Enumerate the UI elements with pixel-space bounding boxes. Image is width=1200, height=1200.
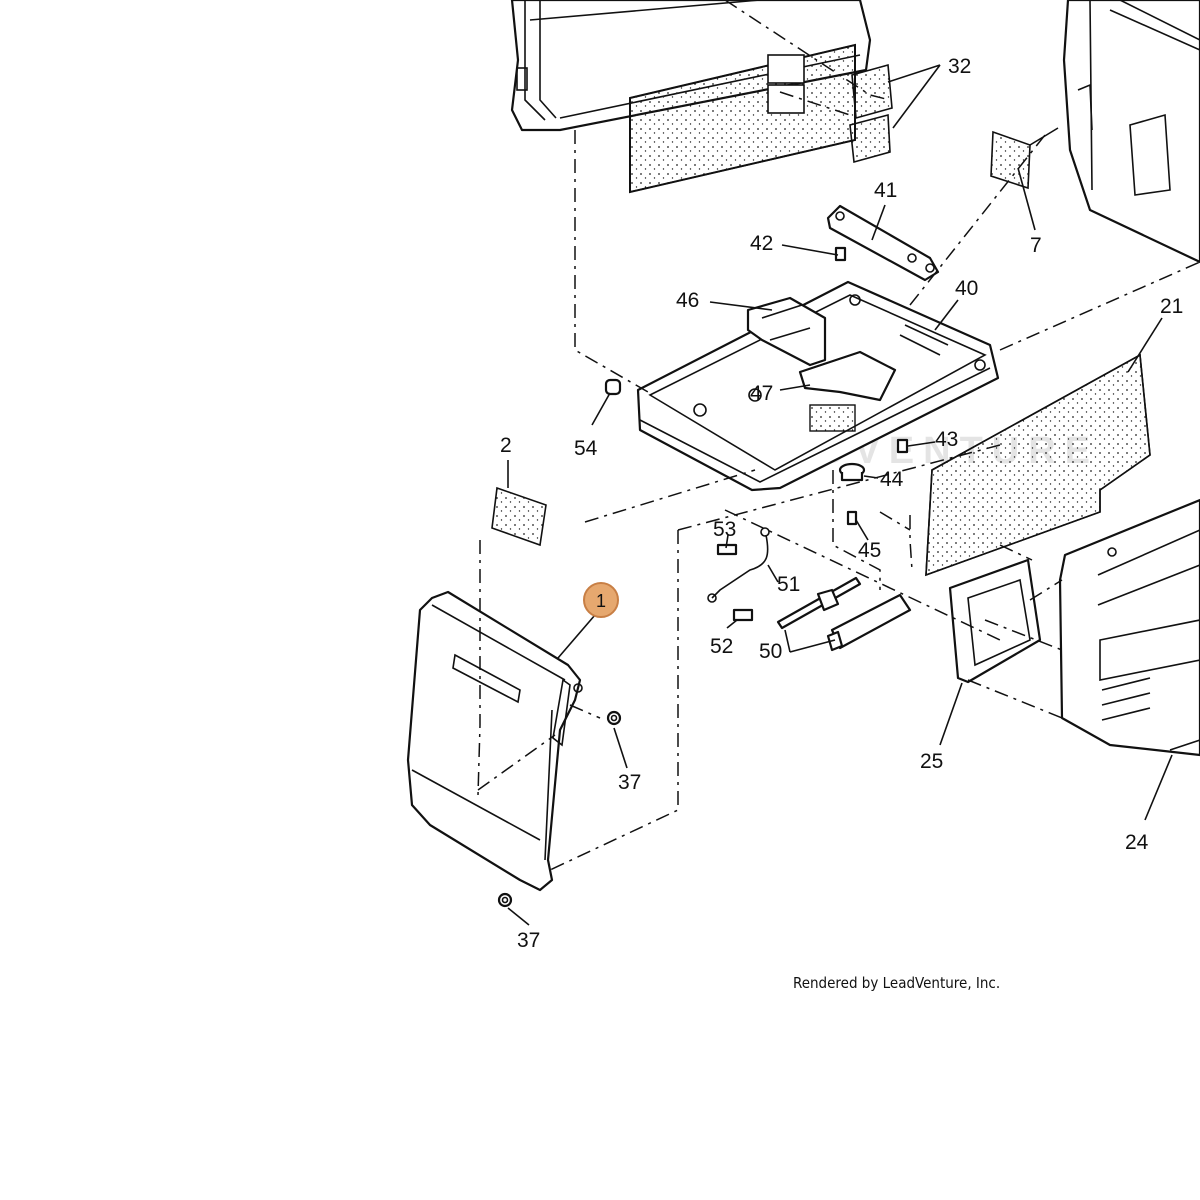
rubber-foot-44: [838, 462, 866, 482]
callout-50[interactable]: 50: [759, 640, 782, 663]
callout-32[interactable]: 32: [948, 55, 971, 78]
callout-51[interactable]: 51: [777, 573, 800, 596]
callout-54[interactable]: 54: [574, 437, 598, 460]
credit-text: Rendered by LeadVenture, Inc.: [793, 974, 1000, 992]
callout-25[interactable]: 25: [920, 750, 943, 773]
callout-46[interactable]: 46: [676, 289, 699, 312]
leader-lines: [507, 64, 1173, 926]
callout-24[interactable]: 24: [1125, 831, 1149, 854]
callout-1-highlight[interactable]: 1: [583, 582, 619, 618]
callout-2[interactable]: 2: [500, 434, 512, 457]
callout-37-lower[interactable]: 37: [517, 929, 540, 952]
bolt-45: [846, 510, 858, 526]
pad-7: [990, 130, 1031, 190]
pad-32-lower: [849, 113, 891, 164]
foam-pad-large: [629, 43, 856, 194]
tool-kit-50: [776, 576, 912, 652]
foam-block-46: [746, 296, 827, 367]
callout-37-upper[interactable]: 37: [618, 771, 641, 794]
side-panel-21: [925, 353, 1151, 577]
callout-1[interactable]: 1: [596, 591, 606, 611]
foam-block-47: [798, 350, 897, 402]
pad-32-upper: [851, 63, 893, 120]
bracket-41: [826, 204, 940, 282]
callout-21[interactable]: 21: [1160, 295, 1183, 318]
upper-left-housing: [510, 0, 872, 132]
pad-2: [491, 486, 547, 547]
bolt-52: [732, 608, 754, 622]
ground-wire-51: [707, 527, 770, 603]
callout-47[interactable]: 47: [750, 382, 773, 405]
side-cover-1: [406, 590, 583, 892]
callout-45[interactable]: 45: [858, 539, 881, 562]
upper-right-housing: [1062, 0, 1200, 264]
assembly-lines: [477, 0, 1200, 871]
callout-53[interactable]: 53: [713, 518, 736, 541]
callout-52[interactable]: 52: [710, 635, 733, 658]
callout-42[interactable]: 42: [750, 232, 773, 255]
callout-7[interactable]: 7: [1030, 234, 1042, 257]
callout-40[interactable]: 40: [955, 277, 978, 300]
callout-44[interactable]: 44: [880, 468, 904, 491]
bolt-43: [896, 438, 909, 454]
grommet-54: [604, 378, 622, 396]
callout-41[interactable]: 41: [874, 179, 897, 202]
bolt-42: [834, 246, 847, 262]
seal-frame-25: [948, 558, 1042, 684]
front-cover-24: [1058, 498, 1200, 757]
callout-43[interactable]: 43: [935, 428, 958, 451]
bolt-37-lower: [497, 892, 513, 908]
bolt-37-upper: [606, 710, 622, 726]
